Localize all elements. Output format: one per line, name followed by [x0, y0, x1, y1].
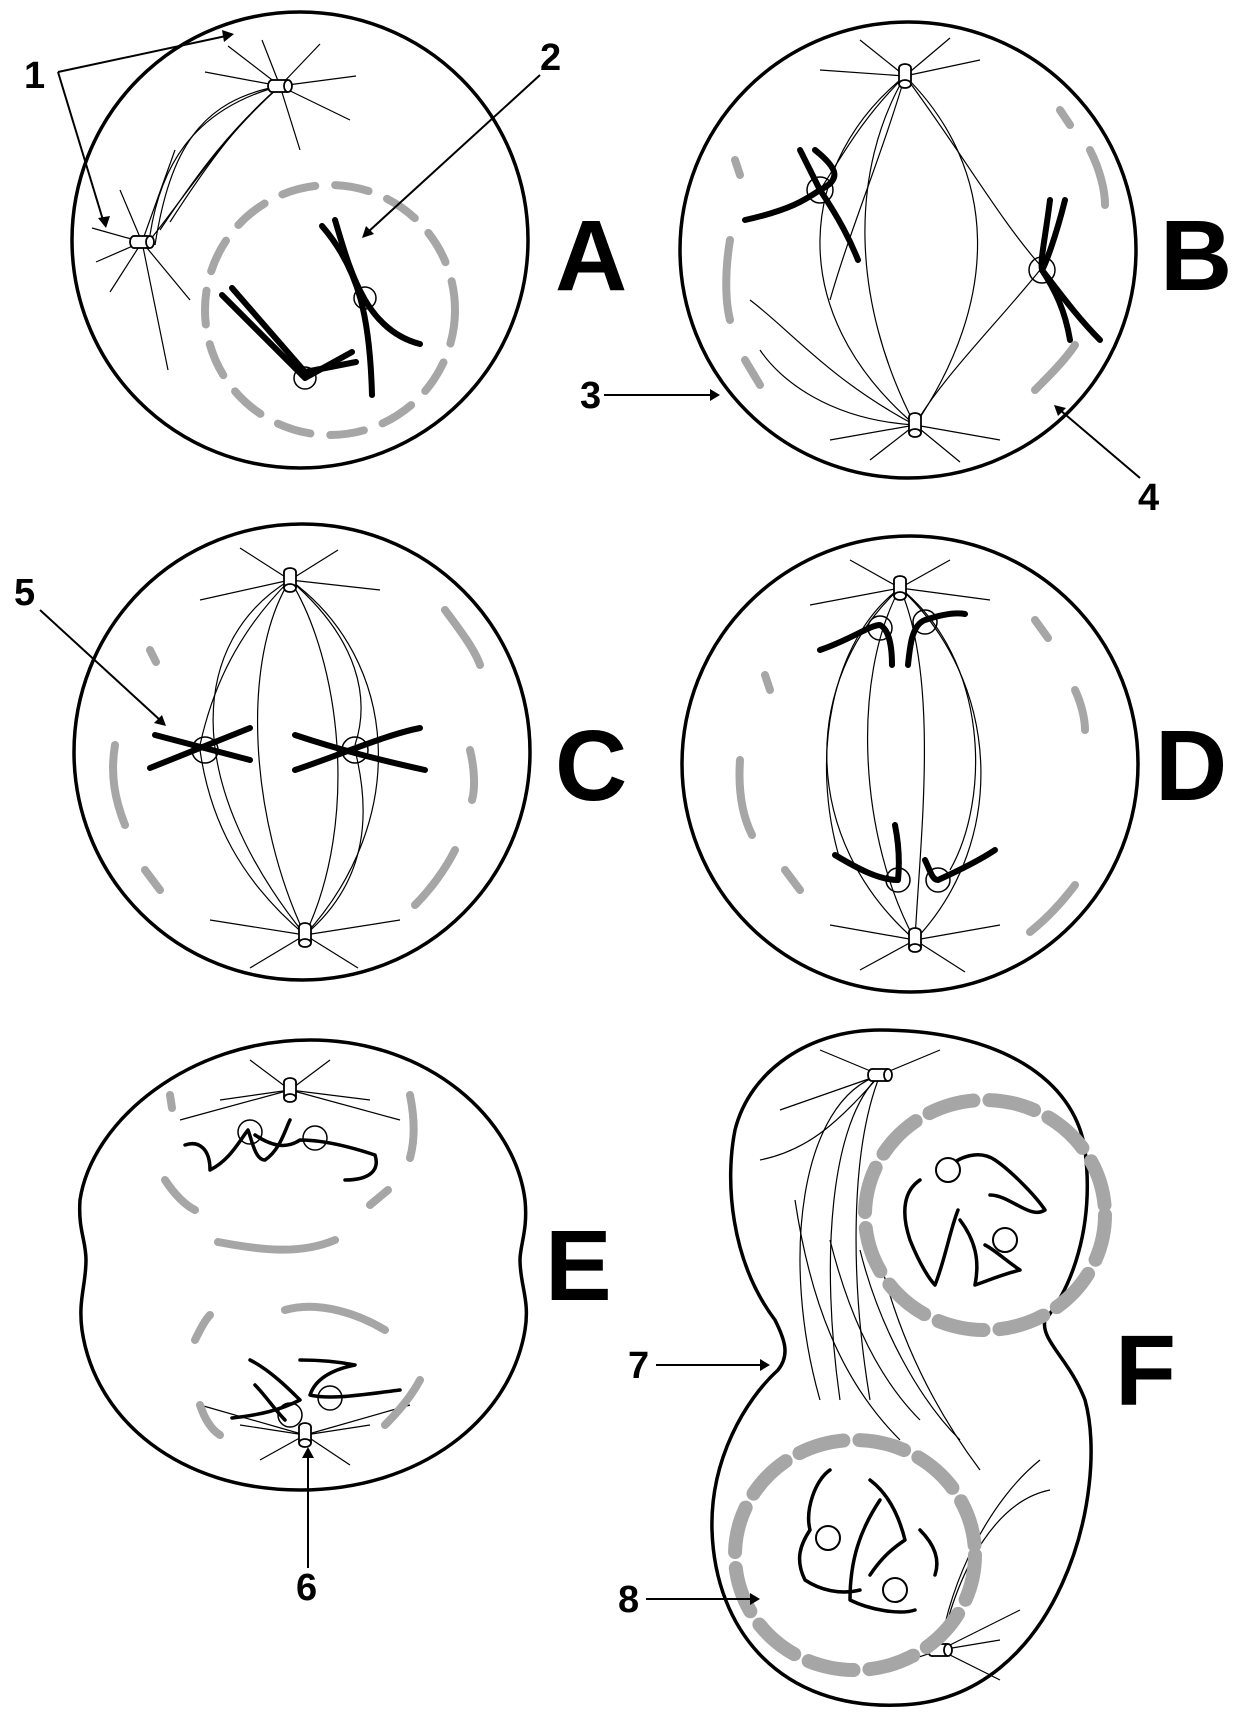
callout-2-label: 2 — [540, 37, 561, 79]
callout-7: 7 — [628, 1345, 770, 1387]
cell-d-centriole-bottom — [909, 928, 921, 952]
callout-3: 3 — [580, 375, 720, 417]
callout-6-label: 6 — [296, 1567, 317, 1609]
stage-label-c: C — [555, 710, 627, 822]
stage-label-a: A — [555, 200, 627, 312]
callout-1-label: 1 — [24, 55, 45, 97]
cell-e-centriole-bottom — [299, 1423, 311, 1447]
callout-7-label: 7 — [628, 1345, 649, 1387]
cell-f — [712, 1030, 1105, 1705]
cell-c-membrane — [74, 524, 530, 980]
callout-4: 4 — [1054, 405, 1159, 519]
cell-c-centriole-bottom — [299, 923, 311, 947]
cell-a-centriole-left — [130, 236, 154, 248]
cell-f-centriole-top — [868, 1069, 892, 1081]
cell-b-centriole-top — [899, 64, 911, 88]
cell-c — [74, 524, 530, 980]
stage-label-f: F — [1115, 1315, 1176, 1427]
cell-d-membrane — [682, 536, 1138, 992]
stage-label-e: E — [545, 1210, 612, 1322]
stage-label-d: D — [1155, 710, 1227, 822]
cell-d — [682, 536, 1138, 992]
callout-5-label: 5 — [14, 572, 35, 614]
cell-e-centriole-top — [284, 1078, 296, 1102]
cell-a-centriole-top — [268, 80, 292, 92]
cell-b — [680, 22, 1136, 478]
stage-label-b: B — [1160, 200, 1232, 312]
callout-4-label: 4 — [1138, 477, 1159, 519]
cell-b-centriole-bottom — [909, 413, 921, 437]
callout-8-label: 8 — [618, 1579, 639, 1621]
cell-a — [72, 12, 528, 468]
callout-3-label: 3 — [580, 375, 601, 417]
cell-d-centriole-top — [894, 576, 906, 600]
cell-b-membrane — [680, 22, 1136, 478]
cell-c-centriole-top — [284, 568, 296, 592]
cell-e — [80, 1040, 527, 1490]
